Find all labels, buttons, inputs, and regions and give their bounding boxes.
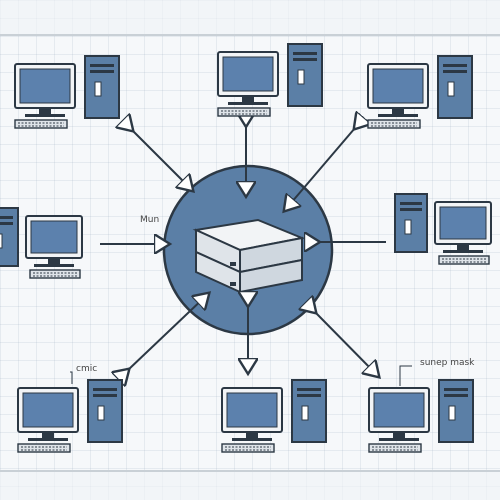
arrow-icon: [132, 130, 192, 190]
computer-right: [394, 193, 492, 265]
computer-top-right: [367, 55, 473, 129]
computer-left: [0, 207, 83, 279]
computer-top-left: [14, 55, 120, 129]
label-leader-line: [70, 371, 73, 384]
bottom-frame-border: [0, 470, 500, 500]
computer-bottom-left: [17, 379, 123, 453]
arrow-icon: [315, 312, 378, 376]
server-icon: [192, 218, 306, 294]
connection-arrows: [100, 125, 386, 376]
label-leader-line: [399, 365, 412, 386]
computer-bottom-right: [368, 379, 474, 453]
top-frame-border: [0, 0, 500, 36]
diagram-label-left: Mun: [140, 215, 160, 225]
arrow-icon: [128, 294, 208, 370]
computer-bottom-center: [221, 379, 327, 453]
diagram-label-bottom-right: sunep mask: [420, 358, 475, 368]
computer-top-center: [217, 43, 323, 117]
arrow-icon: [285, 128, 355, 210]
diagram-label-bottom-left: cmic: [76, 364, 98, 374]
